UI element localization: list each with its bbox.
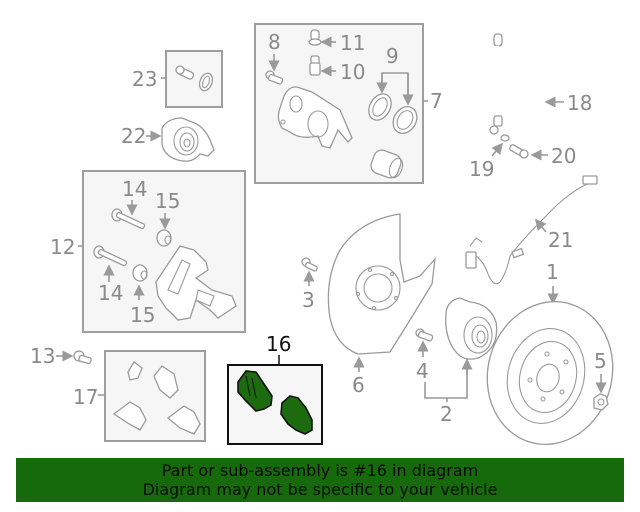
callout-group-5[interactable]: 5 <box>593 349 609 411</box>
abs-sensor-icon <box>465 175 598 285</box>
seal-ring-icon <box>368 93 418 134</box>
callout-group-16[interactable]: 16 <box>227 332 323 445</box>
cap-icon <box>308 29 322 46</box>
washer-icon <box>500 134 510 142</box>
banjo-bolt-icon <box>509 144 529 159</box>
dust-shield-icon <box>327 213 436 355</box>
callout-14-upper[interactable]: 14 <box>122 177 147 201</box>
brake-rotor-icon <box>486 300 614 446</box>
callout-group-2[interactable]: 2 <box>424 297 498 426</box>
callout-18[interactable]: 18 <box>567 91 592 115</box>
callout-7[interactable]: 7 <box>430 89 443 113</box>
callout-3[interactable]: 3 <box>302 288 315 312</box>
callout-group-1[interactable]: 1 <box>471 260 628 455</box>
boot-icon <box>156 229 172 247</box>
guide-pin-icon <box>93 245 128 267</box>
callout-group-4[interactable]: 4 <box>415 328 434 383</box>
bleeder-screw-icon <box>309 55 321 76</box>
callout-group-6[interactable]: 6 <box>327 213 436 397</box>
callout-group-20[interactable]: 20 <box>509 144 576 168</box>
actuator-motor-icon <box>161 117 215 162</box>
caliper-housing-icon <box>277 86 353 149</box>
callout-group-18[interactable]: 18 <box>489 33 592 135</box>
callout-15-upper[interactable]: 15 <box>155 189 180 213</box>
brake-pad-icon <box>237 370 313 435</box>
callout-17[interactable]: 17 <box>73 385 98 409</box>
brake-hose-icon <box>489 33 542 135</box>
bleeder-bolt-icon <box>265 70 284 85</box>
callout-23[interactable]: 23 <box>132 67 157 91</box>
wheel-hub-icon <box>445 297 498 360</box>
callout-group-3[interactable]: 3 <box>301 257 318 312</box>
bolt-icon <box>175 65 195 80</box>
wheel-stud-icon <box>415 328 434 342</box>
callout-22[interactable]: 22 <box>121 124 146 148</box>
callout-2[interactable]: 2 <box>440 402 453 426</box>
callout-20[interactable]: 20 <box>551 144 576 168</box>
callout-5[interactable]: 5 <box>594 349 607 373</box>
callout-8[interactable]: 8 <box>268 30 281 54</box>
callout-16[interactable]: 16 <box>266 332 291 356</box>
callout-4[interactable]: 4 <box>416 359 429 383</box>
callout-10[interactable]: 10 <box>340 60 365 84</box>
callout-15-lower[interactable]: 15 <box>130 303 155 327</box>
callout-19[interactable]: 19 <box>469 157 494 181</box>
callout-6[interactable]: 6 <box>352 373 365 397</box>
parts-diagram: 23 22 7 8 11 <box>30 23 628 455</box>
clip-icon <box>112 361 201 435</box>
caliper-bracket-icon <box>155 245 237 321</box>
callout-group-17[interactable]: 17 <box>73 350 206 442</box>
guide-pin-icon <box>111 208 146 230</box>
info-banner: Part or sub-assembly is #16 in diagram D… <box>16 458 624 502</box>
callout-group-13[interactable]: 13 <box>30 344 92 368</box>
callout-group-23[interactable]: 23 <box>132 50 223 108</box>
banner-line-disclaimer: Diagram may not be specific to your vehi… <box>142 480 498 499</box>
callout-13[interactable]: 13 <box>30 344 55 368</box>
callout-group-21[interactable]: 21 <box>465 175 598 285</box>
callout-12[interactable]: 12 <box>50 235 75 259</box>
callout-9[interactable]: 9 <box>386 44 399 68</box>
piston-icon <box>370 149 404 179</box>
lug-nut-icon <box>593 393 609 411</box>
callout-14-lower[interactable]: 14 <box>98 281 123 305</box>
boot-icon <box>132 264 148 282</box>
callout-group-7[interactable]: 7 8 11 10 9 <box>254 23 443 184</box>
banner-line-part: Part or sub-assembly is #16 in diagram <box>161 461 479 480</box>
callout-group-19[interactable]: 19 <box>469 134 510 181</box>
bolt-icon <box>73 350 92 365</box>
callout-group-22[interactable]: 22 <box>121 117 215 162</box>
bolt-icon <box>301 257 318 272</box>
callout-11[interactable]: 11 <box>340 31 365 55</box>
callout-1[interactable]: 1 <box>546 260 559 284</box>
callout-group-12[interactable]: 12 14 15 14 15 <box>50 170 246 333</box>
callout-21[interactable]: 21 <box>548 228 573 252</box>
